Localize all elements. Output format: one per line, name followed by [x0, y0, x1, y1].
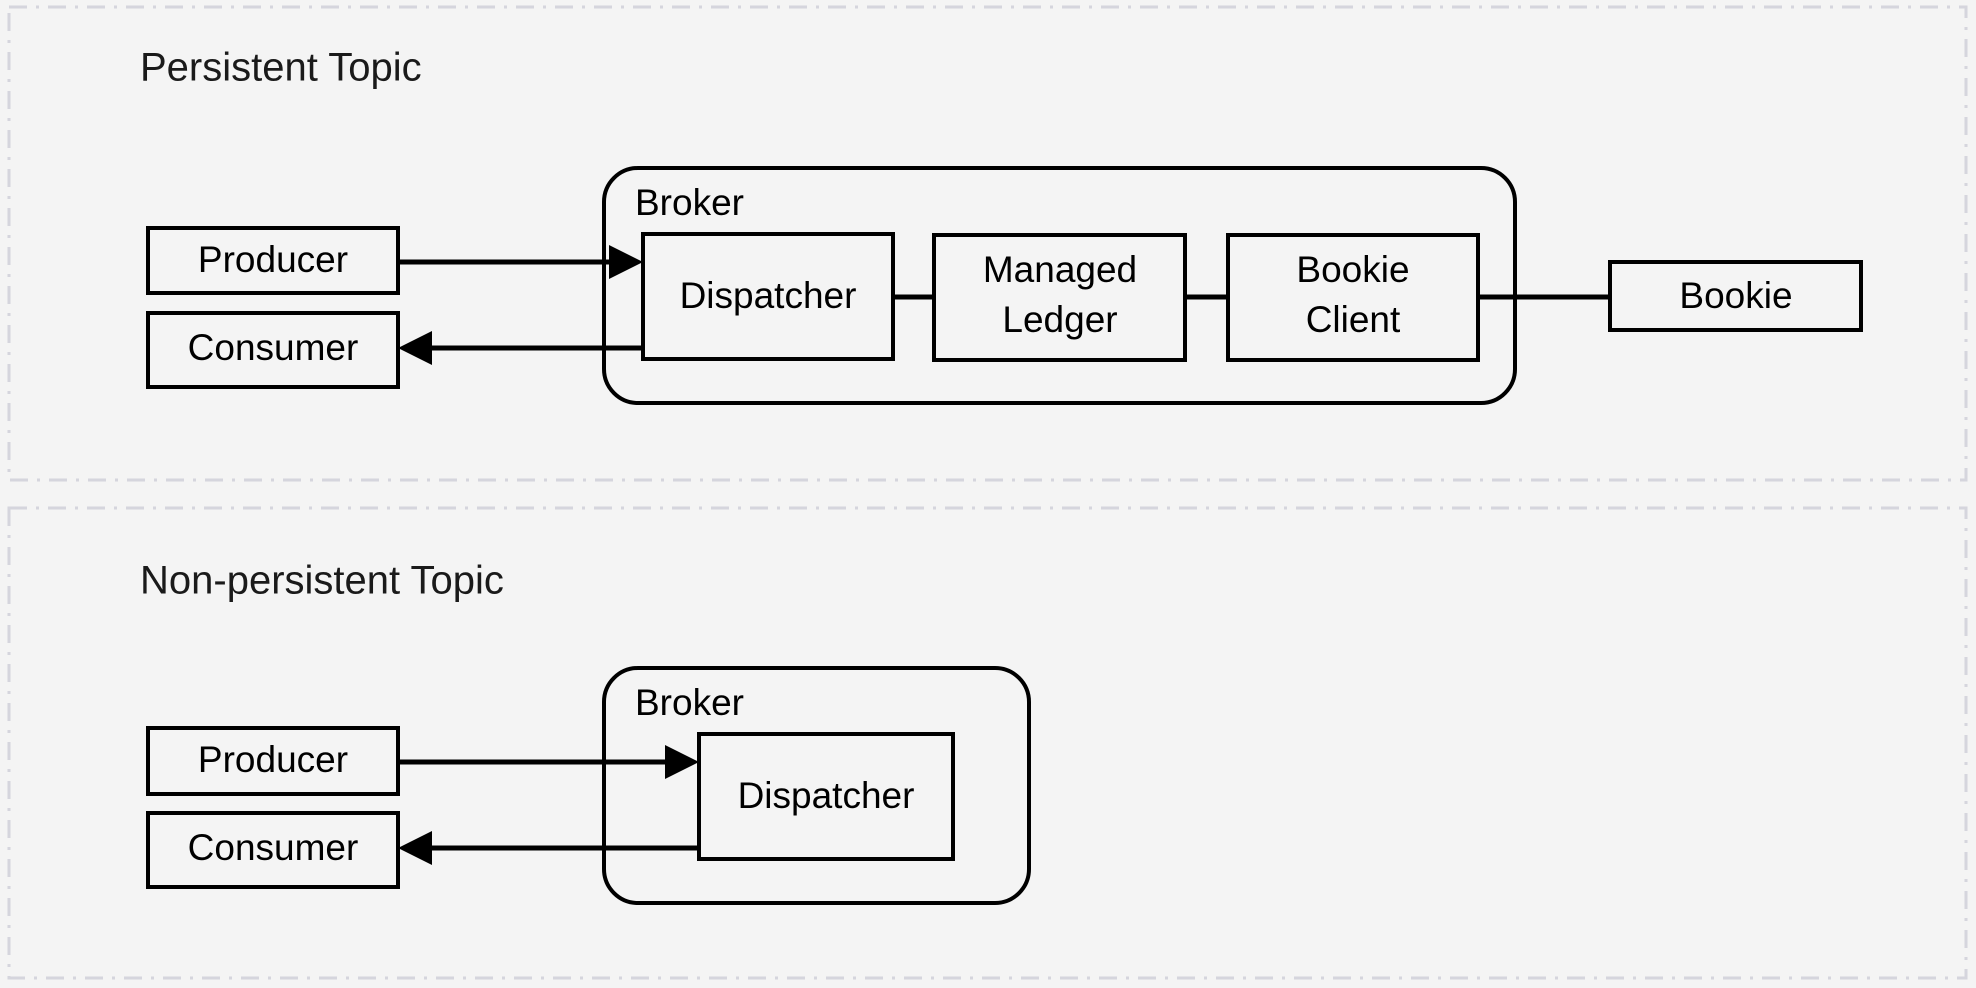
section-title-persistent: Persistent Topic [140, 46, 422, 90]
node-producer-persistent-label: Producer [198, 239, 348, 280]
node-bookie-client[interactable] [1226, 233, 1480, 362]
broker-label-persistent: Broker [635, 182, 744, 223]
arrowhead-dispatcher-to-consumer-persistent [398, 331, 432, 365]
node-consumer-non-persistent-label: Consumer [188, 827, 359, 868]
node-managed-ledger-label-line1: Managed [983, 249, 1137, 290]
section-persistent-topic: Persistent Topic Broker Producer Consume… [7, 5, 1968, 482]
node-consumer-non-persistent[interactable] [146, 811, 400, 889]
section-non-persistent-topic: Non-persistent Topic Broker Producer Con… [7, 506, 1968, 980]
node-managed-ledger-label-line2: Ledger [1002, 299, 1117, 340]
node-dispatcher-non-persistent[interactable] [697, 732, 955, 861]
arrowhead-producer-to-dispatcher-non-persistent [665, 745, 699, 779]
arrowhead-producer-to-dispatcher-persistent [609, 245, 643, 279]
node-bookie-client-label-line2: Client [1306, 299, 1401, 340]
section-title-non-persistent: Non-persistent Topic [140, 559, 504, 603]
section-border-non-persistent [7, 506, 1968, 980]
node-consumer-persistent-label: Consumer [188, 327, 359, 368]
node-bookie-client-label-line1: Bookie [1296, 249, 1409, 290]
broker-container-non-persistent [602, 666, 1031, 905]
node-producer-non-persistent[interactable] [146, 726, 400, 796]
node-dispatcher-persistent[interactable] [641, 232, 895, 361]
node-consumer-persistent[interactable] [146, 311, 400, 389]
node-dispatcher-persistent-label: Dispatcher [680, 275, 857, 316]
node-bookie-label: Bookie [1679, 275, 1792, 316]
arrowhead-dispatcher-to-consumer-non-persistent [398, 831, 432, 865]
node-producer-non-persistent-label: Producer [198, 739, 348, 780]
node-producer-persistent[interactable] [146, 226, 400, 295]
node-managed-ledger[interactable] [932, 233, 1187, 362]
node-dispatcher-non-persistent-label: Dispatcher [738, 775, 915, 816]
node-bookie[interactable] [1608, 260, 1863, 332]
broker-container-persistent [602, 166, 1517, 405]
section-border-persistent [7, 5, 1968, 482]
broker-label-non-persistent: Broker [635, 682, 744, 723]
